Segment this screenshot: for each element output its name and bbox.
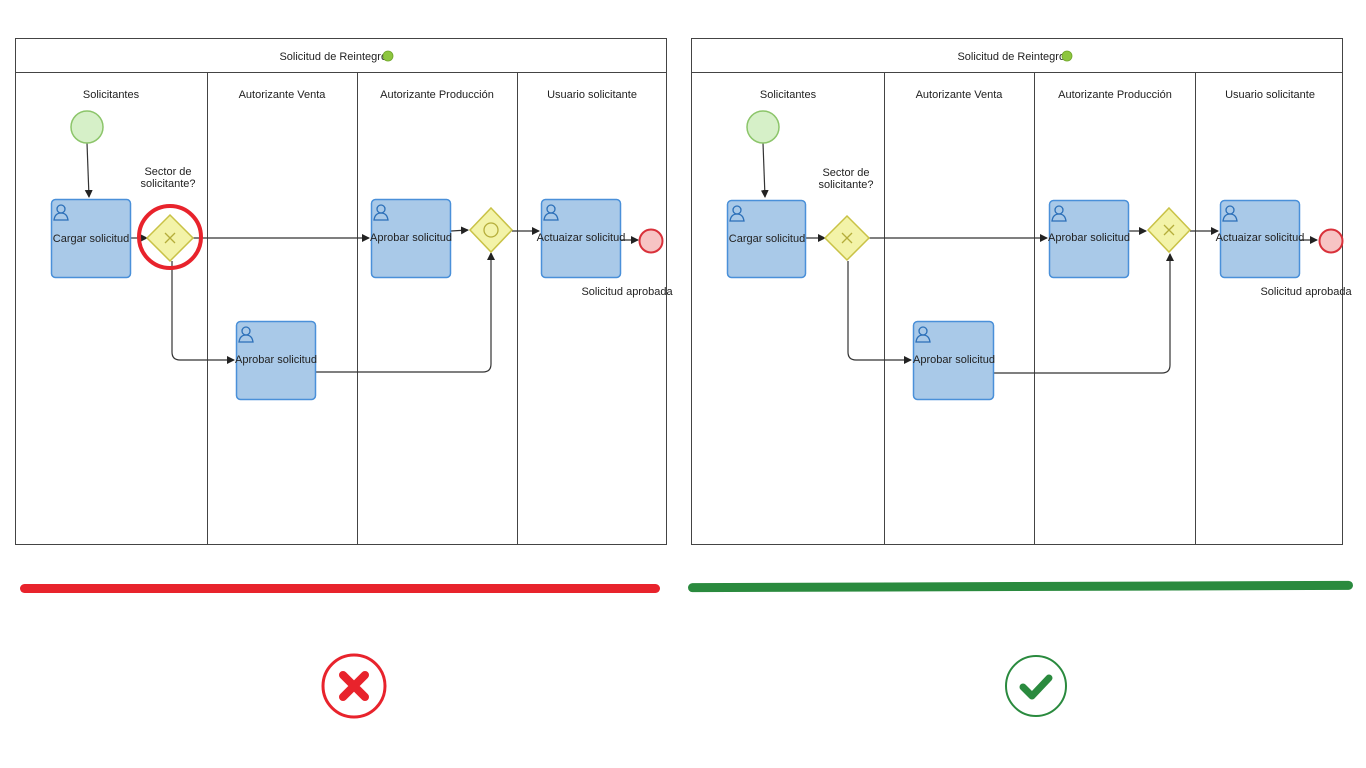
bpmn-diagram-correct: Solicitud de Reintegros Solicitantes Aut… (691, 38, 1352, 545)
user-task-icon (729, 205, 745, 222)
user-task-icon (1051, 205, 1067, 222)
user-task-icon (238, 326, 254, 343)
lane-label-autorizante-venta: Autorizante Venta (239, 89, 327, 101)
user-task-icon (543, 204, 559, 221)
pool-frame (15, 38, 667, 545)
user-task-icon (53, 204, 69, 221)
user-task-icon (373, 204, 389, 221)
task-cargar-solicitud: Cargar solicitud (50, 198, 132, 279)
pool-title-dot-icon (1061, 50, 1073, 62)
task-label: Aprobar solicitud (1048, 232, 1130, 244)
checkmark-icon (1005, 655, 1067, 717)
end-event (638, 228, 664, 254)
task-aprobar-solicitud-produccion: Aprobar solicitud (370, 198, 452, 279)
join-gateway-inclusive (468, 206, 514, 254)
sequence-flows (760, 142, 1318, 374)
user-task-icon (915, 326, 931, 343)
split-gateway-exclusive (823, 214, 871, 262)
gateway-question-line2: solicitante? (140, 178, 195, 190)
incorrect-indicator-bar (20, 584, 660, 593)
gateway-question-line1: Sector de (822, 167, 869, 179)
sequence-flows (84, 142, 639, 373)
pool-frame (691, 38, 1343, 545)
gateway-question-line1: Sector de (144, 166, 191, 178)
task-cargar-solicitud: Cargar solicitud (726, 199, 807, 279)
task-aprobar-solicitud-venta: Aprobar solicitud (235, 320, 317, 401)
error-highlight-circle (137, 204, 203, 270)
user-task-icon (1222, 205, 1238, 222)
task-label: Aprobar solicitud (370, 232, 452, 244)
start-event (746, 110, 780, 144)
lane-label-solicitantes: Solicitantes (760, 89, 817, 101)
task-aprobar-solicitud-produccion: Aprobar solicitud (1048, 199, 1130, 279)
task-label: Aprobar solicitud (913, 354, 995, 366)
lane-label-autorizante-produccion: Autorizante Producción (1058, 89, 1172, 101)
pool-title: Solicitud de Reintegros (957, 51, 1071, 63)
task-label: Actuaizar solicitud (1216, 232, 1305, 244)
task-label: Actuaizar solicitud (537, 232, 626, 244)
task-label: Cargar solicitud (729, 233, 805, 245)
task-actualizar-solicitud: Actuaizar solicitud (537, 198, 626, 279)
join-gateway-exclusive (1146, 206, 1192, 254)
pool-title-dot-icon (382, 50, 394, 62)
gateway-question-line2: solicitante? (818, 179, 873, 191)
lane-label-solicitantes: Solicitantes (83, 89, 140, 101)
start-event (70, 110, 104, 144)
lane-label-autorizante-produccion: Autorizante Producción (380, 89, 494, 101)
split-gateway-exclusive (145, 213, 195, 263)
lane-label-autorizante-venta: Autorizante Venta (916, 89, 1004, 101)
lane-label-usuario-solicitante: Usuario solicitante (1225, 89, 1315, 101)
end-event-label: Solicitud aprobada (1260, 286, 1352, 298)
bpmn-diagram-incorrect: Solicitud de Reintegros Solicitantes Aut… (15, 38, 673, 545)
task-aprobar-solicitud-venta: Aprobar solicitud (912, 320, 995, 401)
task-label: Aprobar solicitud (235, 354, 317, 366)
cross-icon (321, 653, 387, 719)
lane-label-usuario-solicitante: Usuario solicitante (547, 89, 637, 101)
pool-title: Solicitud de Reintegros (279, 51, 393, 63)
end-event-label: Solicitud aprobada (581, 286, 673, 298)
task-label: Cargar solicitud (53, 233, 129, 245)
end-event (1318, 228, 1344, 254)
correct-indicator-bar (687, 580, 1354, 593)
task-actualizar-solicitud: Actuaizar solicitud (1216, 199, 1305, 279)
